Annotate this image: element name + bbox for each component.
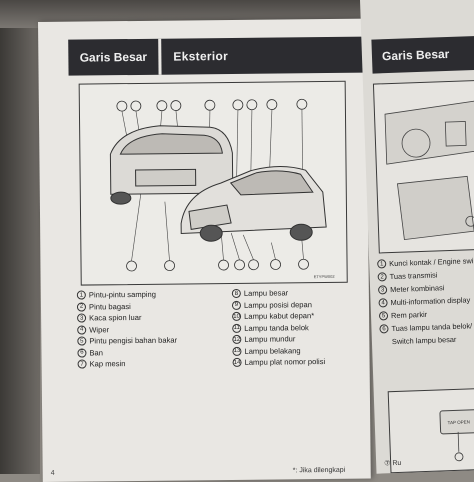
- diagram-code: ETYPW002: [314, 274, 336, 279]
- switch-callout: [454, 431, 464, 462]
- car-illustration: ETYPW002: [109, 98, 336, 279]
- right-page-footer: ⑦ Ru: [384, 459, 402, 468]
- dashboard-illustration: [384, 100, 474, 241]
- footnote: *: Jika dilengkapi: [292, 466, 346, 475]
- page-number: 4: [50, 469, 55, 477]
- page-title: Eksterior: [173, 49, 229, 64]
- section-header-right: Garis Besar: [371, 35, 474, 74]
- section-header: Garis Besar Eksterior: [68, 36, 364, 76]
- manual-page-left: Garis Besar Eksterior: [38, 18, 371, 482]
- section-name: Garis Besar: [68, 38, 162, 76]
- exterior-diagram: ETYPW002: [78, 80, 348, 286]
- background-shadow-left: [0, 0, 40, 474]
- switch-diagram: TAP OPEN: [387, 387, 474, 474]
- interior-diagram: [372, 79, 474, 254]
